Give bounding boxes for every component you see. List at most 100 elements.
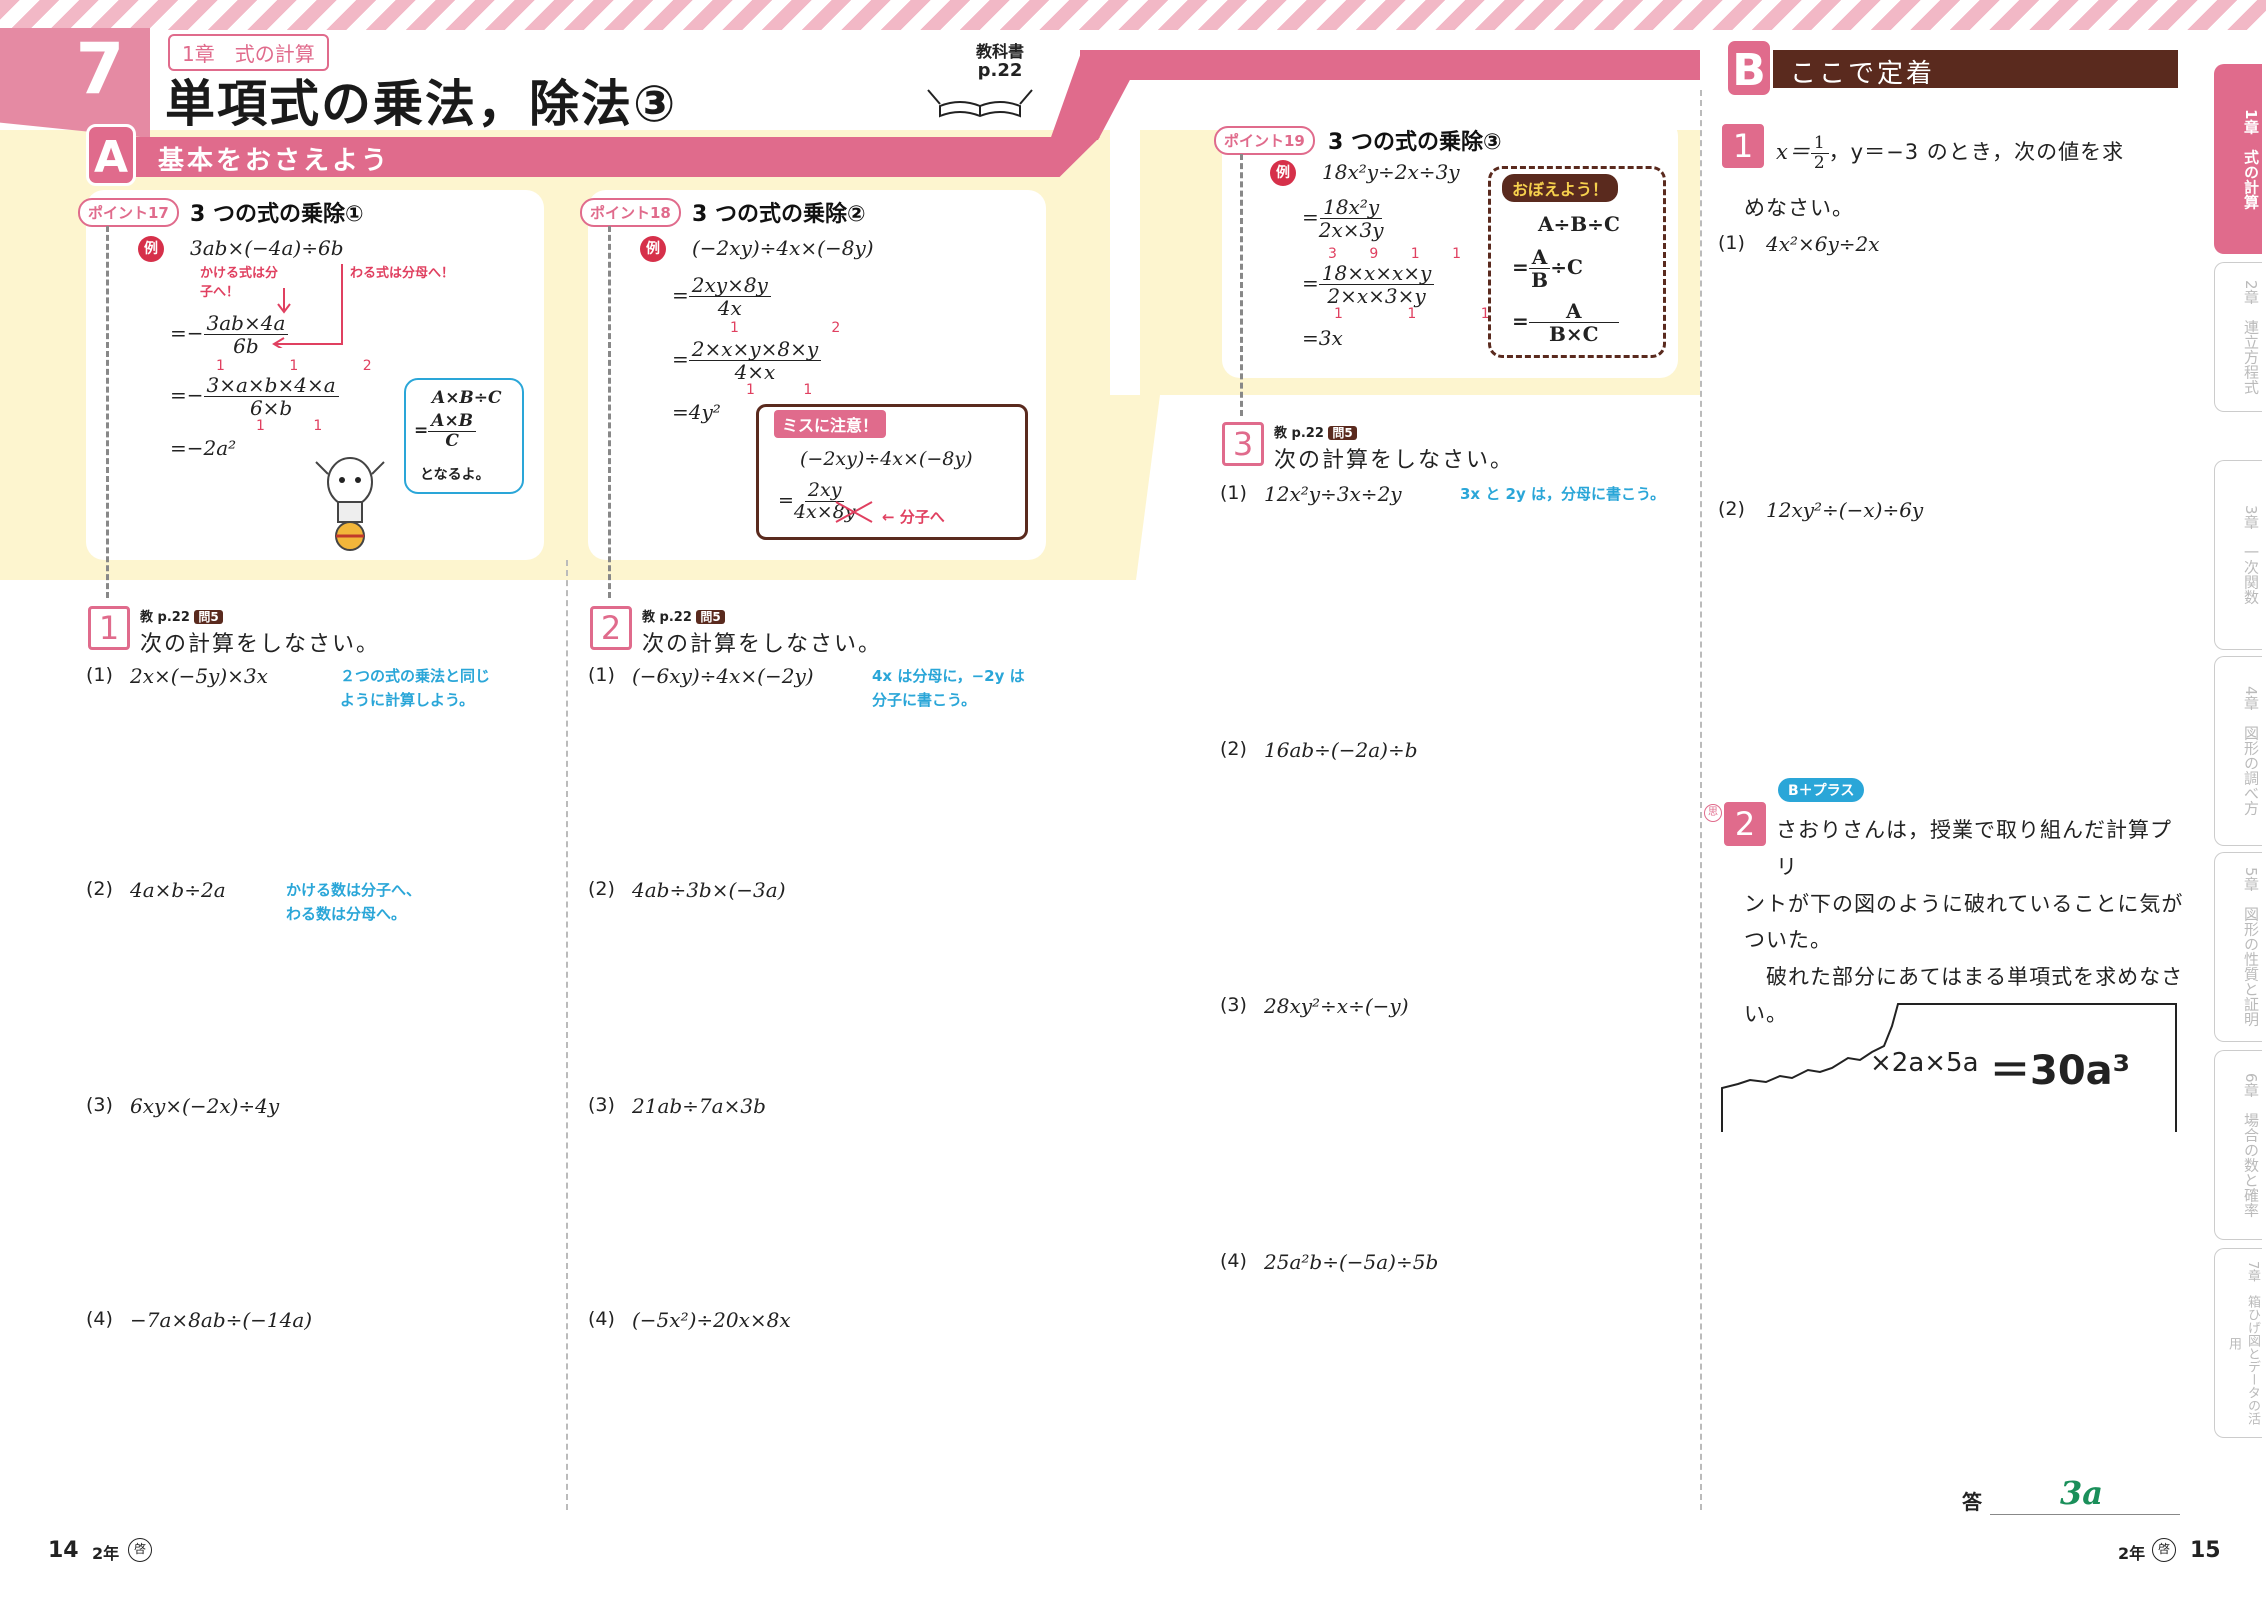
column-divider-2 <box>1700 90 1702 1510</box>
problem-b2-text-line4: 破れた部分にあてはまる単項式を求めなさ <box>1744 965 2184 989</box>
problem-a2-1-hint-line2: 分子に書こう。 <box>872 691 977 709</box>
textbook-label: 教科書 <box>975 42 1024 61</box>
mascot-icon <box>315 457 385 551</box>
problem-a3-1-hint: 3x と 2y は，分母に書こう。 <box>1460 482 1665 506</box>
sidebar-tab-ch4[interactable]: 4章 図形の調べ方 <box>2214 656 2262 846</box>
point-19-line1: 18x²y÷2x÷3y <box>1322 160 1460 184</box>
section-b-title: ここで定着 <box>1790 59 1936 89</box>
point-17-bubble-line1: A×B÷C <box>432 388 502 408</box>
point-19-badge: ポイント19 <box>1214 126 1315 155</box>
column-divider-1 <box>566 560 568 1510</box>
problem-a1-1-hint-line2: ように計算しよう。 <box>340 691 475 709</box>
point-18-warning-line1: (−2xy)÷4x×(−8y) <box>800 448 973 470</box>
textbook-page: p.22 <box>977 60 1023 81</box>
problem-a2-1-hint-line1: 4x は分母に，−2y は <box>872 667 1025 685</box>
problem-b2-text-line2: ントが下の図のように破れていることに気が <box>1744 891 2184 916</box>
problem-b1-number: 1 <box>1722 124 1764 168</box>
point-17-bubble <box>404 378 524 494</box>
problem-b2-text-line3: ついた。 <box>1744 928 1832 953</box>
point-17-cancel-marks-bottom: 1 1 <box>256 418 345 434</box>
point-18-strike <box>835 501 873 523</box>
point-19-title: 3 つの式の乗除③ <box>1328 130 1502 155</box>
point-18-warning-num: 2xy <box>804 480 845 502</box>
point-17-title: 3 つの式の乗除① <box>190 202 364 227</box>
problem-a3-1-hint-line1: 3x と 2y は，分母に書こう。 <box>1460 485 1666 503</box>
point-18-line3-num: 2×x×y×8×y <box>688 338 822 361</box>
problem-a2-2-label: (2) <box>588 878 615 900</box>
sidebar-tab-ch5[interactable]: 5章 図形の性質と証明 <box>2214 852 2262 1042</box>
problem-a1-2-expr: 4a×b÷2a <box>130 878 226 902</box>
problem-b1-frac-den: 2 <box>1813 152 1826 173</box>
problem-a1-number: 1 <box>88 606 130 650</box>
point-19-line2-num: 18x²y <box>1320 196 1383 219</box>
point-19-memo-title: おぼえよう！ <box>1502 174 1619 202</box>
footer-right-grade: 2年 <box>2118 1544 2146 1563</box>
problem-a1-2-label: (2) <box>86 878 113 900</box>
problem-a1-ref-text: 教 p.22 <box>140 610 190 625</box>
problem-b2-text-line1: さおりさんは，授業で取り組んだ計算プリ <box>1776 818 2172 879</box>
answer-label: 答 <box>1962 1490 1982 1514</box>
problem-a3-instruction: 次の計算をしなさい。 <box>1274 448 1515 473</box>
point-19-memo-den1: B <box>1531 268 1548 292</box>
problem-a1-1-label: (1) <box>86 664 113 686</box>
problem-a2-2-expr: 4ab÷3b×(−3a) <box>632 878 786 902</box>
problem-a1-2-hint: かける数は分子へ、 わる数は分母へ。 <box>286 878 421 926</box>
problem-b2-text: さおりさんは，授業で取り組んだ計算プリ ントが下の図のように破れていることに気が… <box>1744 812 2184 1033</box>
point-17-note-right: わる式は分母へ！ <box>350 266 455 281</box>
point-18-line2-num: 2xy×8y <box>688 274 771 297</box>
problem-b1-2-expr: 12xy²÷(−x)÷6y <box>1766 498 1924 522</box>
point-17-dashline <box>106 226 109 598</box>
problem-a1-instruction: 次の計算をしなさい。 <box>140 632 381 657</box>
torn-paper-result: ＝30a³ <box>1990 1048 2131 1094</box>
problem-a3-2-expr: 16ab÷(−2a)÷b <box>1264 738 1418 762</box>
sidebar-tab-ch3[interactable]: 3章 一次関数 <box>2214 460 2262 650</box>
point-19-memo-num2: A <box>1528 300 1619 323</box>
problem-a1-ref-box: 問5 <box>194 610 223 624</box>
problem-a2-1-expr: (−6xy)÷4x×(−2y) <box>632 664 814 688</box>
problem-a3-1-expr: 12x²y÷3x÷2y <box>1264 482 1402 506</box>
point-18-warning-den: 4x×8y <box>793 500 856 523</box>
footer-left-mark: 啓 <box>128 1538 152 1562</box>
footer-right-page: 15 <box>2190 1538 2221 1563</box>
point-19-memo-den2: B×C <box>1548 322 1599 346</box>
problem-a1-1-hint: ２つの式の乗法と同じ ように計算しよう。 <box>340 664 490 712</box>
problem-b2-text-line5: い。 <box>1744 1001 1788 1026</box>
point-18-cancel-marks-bottom: 1 1 <box>746 382 835 398</box>
problem-b1-frac-num: 1 <box>1810 134 1829 154</box>
answer-line <box>1990 1514 2180 1515</box>
problem-a3-ref-text: 教 p.22 <box>1274 426 1324 441</box>
problem-a2-ref-text: 教 p.22 <box>642 610 692 625</box>
problem-a1-2-hint-line2: わる数は分母へ。 <box>286 905 407 923</box>
problem-a2-1-hint: 4x は分母に，−2y は 分子に書こう。 <box>872 664 1025 712</box>
problem-a1-1-expr: 2x×(−5y)×3x <box>130 664 268 688</box>
problem-a2-4-label: (4) <box>588 1308 615 1330</box>
footer-right-mark: 啓 <box>2152 1538 2176 1562</box>
problem-a3-3-expr: 28xy²÷x÷(−y) <box>1264 994 1409 1018</box>
sidebar-tab-ch2[interactable]: 2章 連立方程式 <box>2214 262 2262 412</box>
sidebar-tab-ch1[interactable]: 1章 式の計算 <box>2214 64 2262 254</box>
sidebar-tab-ch6[interactable]: 6章 場合の数と確率 <box>2214 1050 2262 1240</box>
chapter-number: 7 <box>75 28 125 110</box>
point-18-title: 3 つの式の乗除② <box>692 202 866 227</box>
torn-paper <box>1721 1003 2177 1132</box>
problem-b1-2-label: (2) <box>1718 498 1745 520</box>
problem-a2-ref: 教 p.22 問5 <box>642 606 725 625</box>
problem-a2-ref-box: 問5 <box>696 610 725 624</box>
point-19-line3-den: 2×x×3×y <box>1327 284 1426 308</box>
problem-a1-1-hint-line1: ２つの式の乗法と同じ <box>340 667 491 685</box>
point-17-badge: ポイント17 <box>78 198 179 227</box>
top-stripes <box>0 0 2266 30</box>
point-17-note-left: かける式は分子へ！ <box>200 266 279 300</box>
sidebar-tab-ch7[interactable]: 7章 箱ひげ図とデータの活用 <box>2214 1248 2262 1438</box>
problem-a2-1-label: (1) <box>588 664 615 686</box>
point-17-line3-num: 3×a×b×4×a <box>203 374 339 397</box>
point-18-ex-badge: 例 <box>640 236 666 262</box>
problem-a1-4-label: (4) <box>86 1308 113 1330</box>
section-a-badge: A <box>86 124 136 186</box>
